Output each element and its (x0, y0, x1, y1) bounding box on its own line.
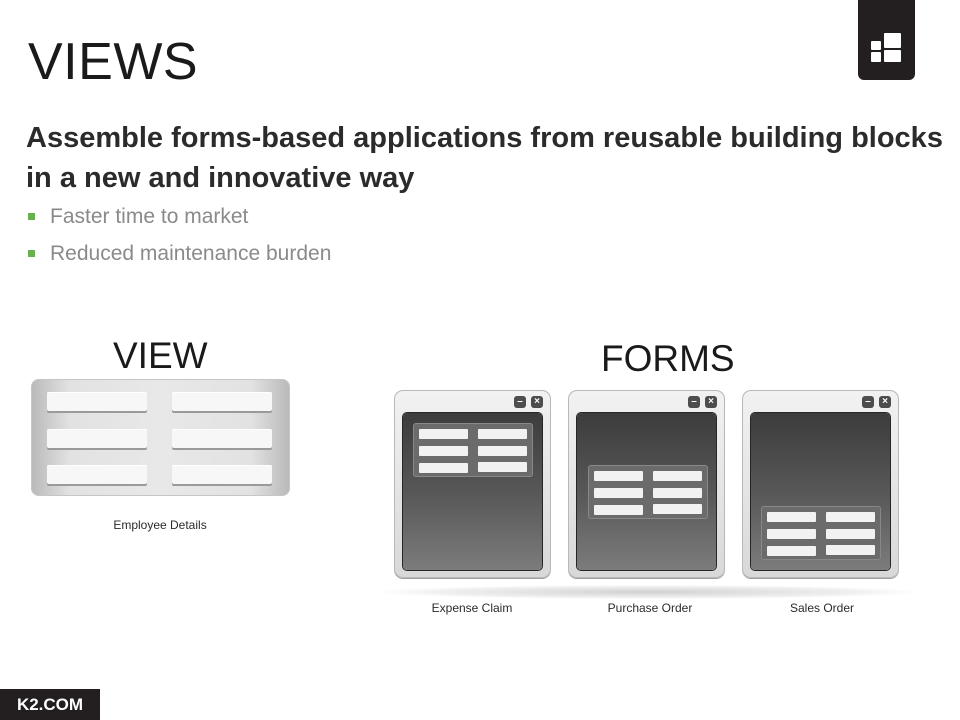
view-illustration (31, 379, 290, 496)
minimize-icon: – (862, 396, 874, 408)
form-canvas (403, 413, 542, 570)
form-window-purchase-order: – × (568, 390, 725, 578)
view-field (172, 392, 272, 411)
square-bullet-icon (28, 250, 35, 257)
embedded-view (413, 423, 533, 477)
footer-brand[interactable]: K2.COM (0, 689, 100, 720)
forms-shadow (378, 585, 918, 599)
view-field (47, 465, 147, 484)
embedded-view (761, 506, 881, 560)
form-canvas (577, 413, 716, 570)
view-field (47, 429, 147, 448)
close-icon: × (531, 396, 543, 408)
bullet-text: Reduced maintenance burden (50, 242, 332, 265)
embedded-view (588, 465, 708, 519)
bullet-list: Faster time to market Reduced maintenanc… (26, 203, 331, 277)
close-icon: × (879, 396, 891, 408)
bullet-item: Reduced maintenance burden (26, 240, 331, 277)
minimize-icon: – (688, 396, 700, 408)
form-caption: Expense Claim (431, 601, 513, 615)
bullet-item: Faster time to market (26, 203, 331, 240)
form-caption: Purchase Order (607, 601, 693, 615)
view-caption: Employee Details (113, 518, 207, 532)
view-field (47, 392, 147, 411)
view-field (172, 429, 272, 448)
slide-subtitle: Assemble forms-based applications from r… (26, 122, 943, 194)
slide-title: VIEWS (28, 33, 199, 91)
form-window-sales-order: – × (742, 390, 899, 578)
bullet-text: Faster time to market (50, 205, 249, 228)
view-heading: VIEW (113, 335, 208, 376)
forms-heading: FORMS (601, 338, 735, 379)
form-canvas (751, 413, 890, 570)
minimize-icon: – (514, 396, 526, 408)
view-field (172, 465, 272, 484)
k2-logo-icon (858, 0, 915, 80)
form-caption: Sales Order (789, 601, 855, 615)
close-icon: × (705, 396, 717, 408)
form-window-expense-claim: – × (394, 390, 551, 578)
square-bullet-icon (28, 213, 35, 220)
